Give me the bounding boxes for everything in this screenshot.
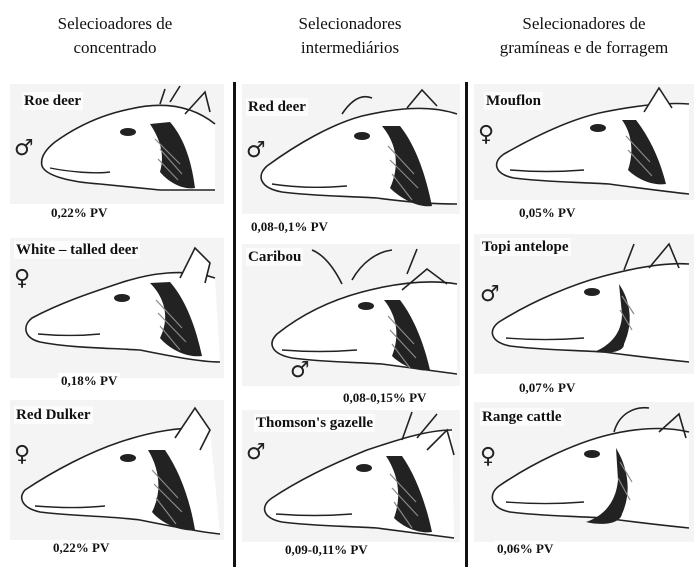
column-divider	[233, 82, 236, 567]
animal-name: Red Dulker	[14, 406, 93, 424]
percent-body-weight: 0,18% PV	[58, 373, 121, 389]
percent-body-weight: 0,22% PV	[48, 205, 111, 221]
sex-symbol-icon: ♀	[480, 444, 497, 469]
head-drawing-topi-antelope: Topi antelope ♂	[474, 234, 694, 374]
head-illustration	[263, 411, 455, 539]
head-drawing-mouflon: Mouflon ♀	[474, 84, 694, 200]
percent-body-weight: 0,08-0,15% PV	[340, 390, 430, 406]
heading-line: Selecioadores de	[57, 14, 173, 33]
column-heading-concentrate: Selecioadores de concentrado	[10, 12, 220, 60]
animal-name: Topi antelope	[480, 238, 571, 256]
sex-symbol-icon: ♂	[14, 136, 34, 161]
head-illustration	[491, 242, 690, 363]
sex-symbol-icon: ♀	[478, 122, 495, 147]
animal-name: Range cattle	[480, 408, 564, 426]
head-drawing-red-deer: Red deer ♂	[242, 84, 460, 214]
head-illustration	[40, 85, 216, 191]
percent-body-weight: 0,05% PV	[516, 205, 579, 221]
percent-body-weight: 0,08-0,1% PV	[248, 219, 331, 235]
head-drawing-roe-deer: Roe deer ♂	[10, 84, 224, 204]
head-drawing-thomsons-gazelle: Thomson's gazelle ♂	[242, 410, 460, 542]
sex-symbol-icon: ♂	[480, 282, 500, 307]
column-heading-grass-forage: Selecionadores de gramíneas e de forrage…	[470, 12, 698, 60]
head-drawing-range-cattle: Range cattle ♀	[474, 402, 694, 542]
percent-body-weight: 0,09-0,11% PV	[282, 542, 371, 558]
percent-body-weight: 0,06% PV	[494, 541, 557, 557]
heading-line: Selecionadores de	[522, 14, 646, 33]
head-illustration	[21, 406, 221, 535]
sex-symbol-icon: ♀	[14, 442, 31, 467]
head-illustration	[260, 88, 458, 207]
head-illustration	[271, 248, 458, 375]
head-illustration	[495, 86, 690, 195]
head-drawing-caribou: Caribou ♂	[242, 244, 460, 386]
animal-name: White – talled deer	[14, 241, 141, 259]
head-drawing-red-duiker: Red Dulker ♀	[10, 400, 224, 540]
column-divider	[465, 82, 468, 567]
heading-line: intermediários	[300, 38, 400, 57]
sex-symbol-icon: ♂	[246, 440, 266, 465]
animal-name: Red deer	[246, 98, 308, 116]
animal-name: Mouflon	[484, 92, 544, 110]
sex-symbol-icon: ♀	[14, 266, 31, 291]
head-drawing-white-tailed-deer: White – talled deer ♀	[10, 238, 224, 378]
sex-symbol-icon: ♂	[246, 138, 266, 163]
head-illustration	[25, 246, 221, 363]
head-illustration	[491, 406, 690, 529]
sex-symbol-icon: ♂	[290, 358, 310, 383]
percent-body-weight: 0,07% PV	[516, 380, 579, 396]
animal-name: Thomson's gazelle	[254, 414, 376, 432]
heading-line: Selecionadores	[298, 14, 402, 33]
column-heading-intermediate: Selecionadores intermediários	[240, 12, 460, 60]
animal-name: Caribou	[246, 248, 304, 266]
heading-line: gramíneas e de forragem	[499, 38, 669, 57]
animal-name: Roe deer	[22, 92, 84, 110]
heading-line: concentrado	[73, 38, 157, 57]
percent-body-weight: 0,22% PV	[50, 540, 113, 556]
